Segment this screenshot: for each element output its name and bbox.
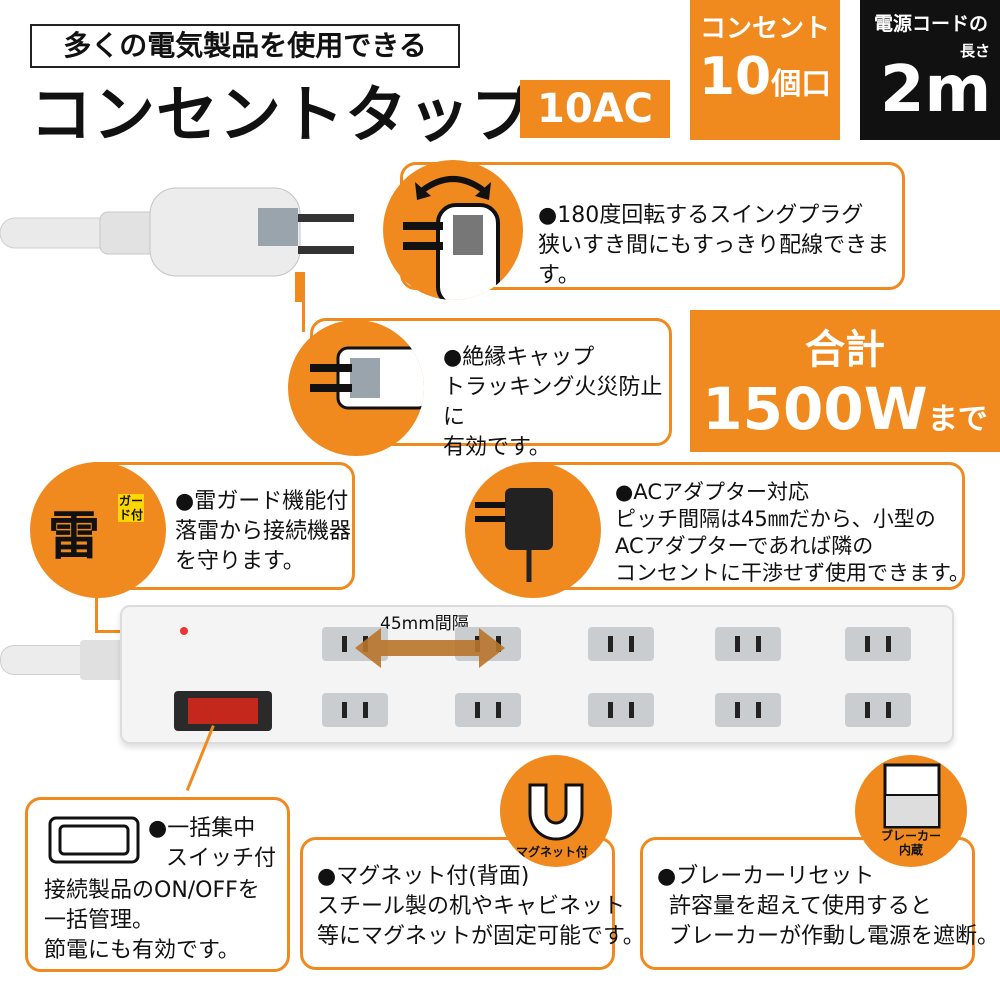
lightning-guard-line3: を守ります。 bbox=[175, 549, 305, 574]
cord-box: 電源コードの 長さ 2m bbox=[860, 0, 1000, 140]
guard-led bbox=[180, 627, 188, 635]
insulation-cap-line2: トラッキング火災防止に bbox=[443, 375, 663, 430]
power-strip-body: 45mm間隔 bbox=[120, 605, 954, 744]
plug-photo bbox=[0, 187, 354, 302]
rating-badge: 10AC bbox=[520, 80, 670, 138]
outlets-label: コンセント bbox=[699, 14, 830, 44]
magnet-circle: マグネット付 bbox=[500, 755, 612, 867]
ac-adapter-circle bbox=[465, 462, 601, 598]
header-subtitle: 多くの電気製品を使用できる bbox=[30, 24, 460, 68]
master-switch[interactable] bbox=[188, 698, 258, 724]
magnet-line3: 等にマグネットが固定可能です。 bbox=[317, 924, 645, 949]
lightning-icon: 雷 bbox=[48, 507, 101, 567]
ac-adapter-line1: ●ACアダプター対応 bbox=[615, 480, 809, 504]
spacing-arrow-icon bbox=[355, 628, 505, 668]
breaker-badge-2: 内蔵 bbox=[898, 843, 923, 857]
insulation-cap-circle bbox=[288, 320, 424, 456]
master-switch-line1: ●一括集中 bbox=[148, 816, 256, 841]
swing-arrow-icon bbox=[403, 176, 500, 300]
magnet-badge: マグネット付 bbox=[516, 845, 589, 859]
outlet-top-3[interactable] bbox=[588, 627, 654, 661]
insulation-cap-line1: ●絶縁キャップ bbox=[443, 345, 595, 370]
ac-adapter-line4: コンセントに干渉せず使用できます。 bbox=[615, 561, 970, 585]
switch-icon bbox=[48, 816, 140, 864]
total-watts-box: 合計 1500Wまで bbox=[690, 310, 1000, 452]
ac-adapter-line2: ピッチ間隔は45㎜だから、小型の bbox=[615, 507, 936, 531]
spacing-label: 45mm間隔 bbox=[380, 614, 469, 634]
outlet-bottom-2[interactable] bbox=[455, 693, 521, 727]
master-switch-housing bbox=[174, 691, 272, 731]
swing-plug-circle bbox=[383, 160, 523, 300]
lightning-guard-circle: 雷 ガード付 bbox=[30, 462, 166, 598]
ac-adapter-icon bbox=[475, 488, 553, 582]
swing-plug-line1: ●180度回転するスイングプラグ bbox=[538, 203, 864, 228]
master-switch-line3: 接続製品のON/OFFを bbox=[44, 878, 260, 903]
breaker-line1: ●ブレーカーリセット bbox=[657, 864, 875, 889]
master-switch-line4: 一括管理。 bbox=[44, 908, 155, 933]
breaker-line2: 許容量を超えて使用すると bbox=[669, 894, 932, 919]
outlets-box: コンセント 10個口 bbox=[690, 0, 840, 140]
total-label: 合計 bbox=[805, 327, 885, 373]
lightning-guard-badge: ガード付 bbox=[118, 494, 144, 522]
outlet-bottom-1[interactable] bbox=[322, 693, 388, 727]
breaker-badge-1: ブレーカー bbox=[880, 829, 941, 843]
outlet-bottom-3[interactable] bbox=[588, 693, 654, 727]
magnet-icon bbox=[528, 783, 584, 841]
outlet-top-4[interactable] bbox=[715, 627, 781, 661]
breaker-circle: ブレーカー 内蔵 bbox=[855, 755, 967, 867]
swing-plug-line2: 狭いすき間にもすっきり配線できます。 bbox=[538, 233, 890, 288]
magnet-callout: ●マグネット付(背面) スチール製の机やキャビネット 等にマグネットが固定可能で… bbox=[300, 837, 645, 970]
header-title: コンセントタップ bbox=[30, 78, 535, 151]
cord-length: 2m bbox=[880, 53, 992, 127]
outlet-top-5[interactable] bbox=[845, 627, 911, 661]
magnet-line2: スチール製の机やキャビネット bbox=[317, 894, 626, 919]
cord-label-2: 長さ bbox=[959, 42, 990, 60]
magnet-line1: ●マグネット付(背面) bbox=[317, 864, 530, 889]
master-switch-line2: スイッチ付 bbox=[166, 846, 277, 871]
cord-strain-relief bbox=[80, 640, 125, 680]
lightning-guard-line1: ●雷ガード機能付 bbox=[175, 489, 349, 514]
outlets-count: 10 bbox=[698, 47, 772, 107]
breaker-icon bbox=[883, 763, 941, 829]
lightning-guard-line2: 落雷から接続機器 bbox=[175, 519, 352, 544]
insulation-cap-line3: 有効です。 bbox=[443, 435, 551, 460]
master-switch-line5: 節電にも有効です。 bbox=[44, 938, 240, 963]
breaker-line3: ブレーカーが作動し電源を遮断。 bbox=[669, 924, 1000, 949]
master-switch-callout: ●一括集中 スイッチ付 接続製品のON/OFFを 一括管理。 節電にも有効です。 bbox=[25, 797, 290, 972]
outlet-bottom-4[interactable] bbox=[715, 693, 781, 727]
total-value: 1500W bbox=[702, 375, 928, 443]
outlets-unit: 個口 bbox=[771, 67, 832, 102]
outlet-bottom-5[interactable] bbox=[845, 693, 911, 727]
ac-adapter-line3: ACアダプターであれば隣の bbox=[615, 534, 874, 558]
plug-icon bbox=[310, 346, 424, 410]
cord-label-1: 電源コードの bbox=[874, 13, 989, 35]
total-suffix: まで bbox=[927, 402, 988, 437]
